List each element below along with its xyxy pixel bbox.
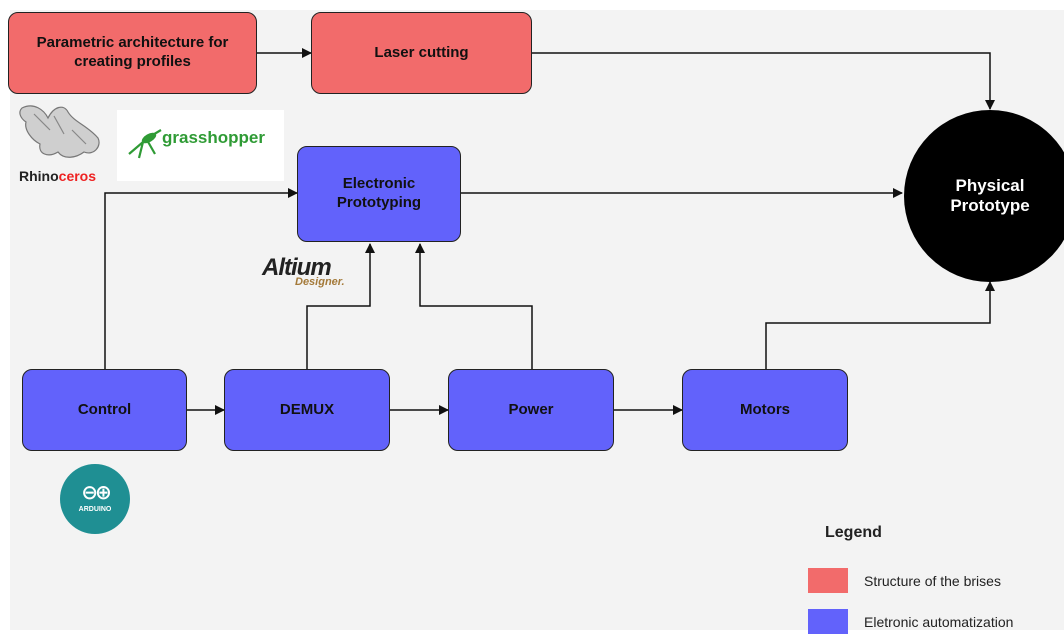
edge-demux-electronic: [306, 243, 375, 370]
legend-title: Legend: [825, 524, 882, 541]
arduino-text: ARDUINO: [78, 506, 112, 513]
edge-laser-physical: [532, 52, 995, 110]
node-motors-label: Motors: [740, 400, 790, 418]
arduino-logo: ⊖⊕ ARDUINO: [60, 464, 130, 534]
node-physical-prototype: Physical Prototype: [904, 110, 1064, 282]
grasshopper-icon: [128, 129, 162, 159]
legend-swatch-structure: [808, 568, 848, 593]
node-power-label: Power: [508, 400, 554, 418]
edge-control-electronic: [104, 188, 298, 370]
node-physical-label: Physical Prototype: [950, 175, 1030, 215]
node-parametric-architecture: Parametric architecture for creating pro…: [8, 12, 257, 94]
node-control: Control: [22, 369, 187, 451]
arduino-infinity-icon: ⊖⊕: [81, 482, 112, 504]
legend-swatch-automation: [808, 609, 848, 634]
node-motors: Motors: [682, 369, 848, 451]
rhino-logo-icon: [14, 100, 106, 186]
legend-label-automation: Eletronic automatization: [864, 614, 1014, 630]
altium-text: Altium: [262, 254, 332, 281]
edge-motors-physical: [765, 281, 995, 370]
legend-label-structure: Structure of the brises: [864, 573, 1001, 589]
node-parametric-label: Parametric architecture for creating pro…: [36, 34, 229, 70]
node-demux-label: DEMUX: [279, 400, 335, 418]
node-demux: DEMUX: [224, 369, 390, 451]
edge-power-electronic: [415, 243, 533, 370]
altium-designer-text: Designer.: [295, 276, 345, 288]
node-electronic-label: Electronic Prototyping: [336, 175, 422, 211]
node-control-label: Control: [77, 400, 132, 418]
node-laser-cutting: Laser cutting: [311, 12, 532, 94]
node-laser-label: Laser cutting: [374, 43, 469, 61]
rhino-logo-text: Rhinoceros: [19, 168, 97, 184]
node-power: Power: [448, 369, 614, 451]
grasshopper-logo: grasshopper: [117, 110, 284, 181]
node-electronic-prototyping: Electronic Prototyping: [297, 146, 461, 242]
grasshopper-text: grasshopper: [162, 128, 265, 147]
altium-designer-logo: Altium Designer.: [262, 254, 362, 294]
